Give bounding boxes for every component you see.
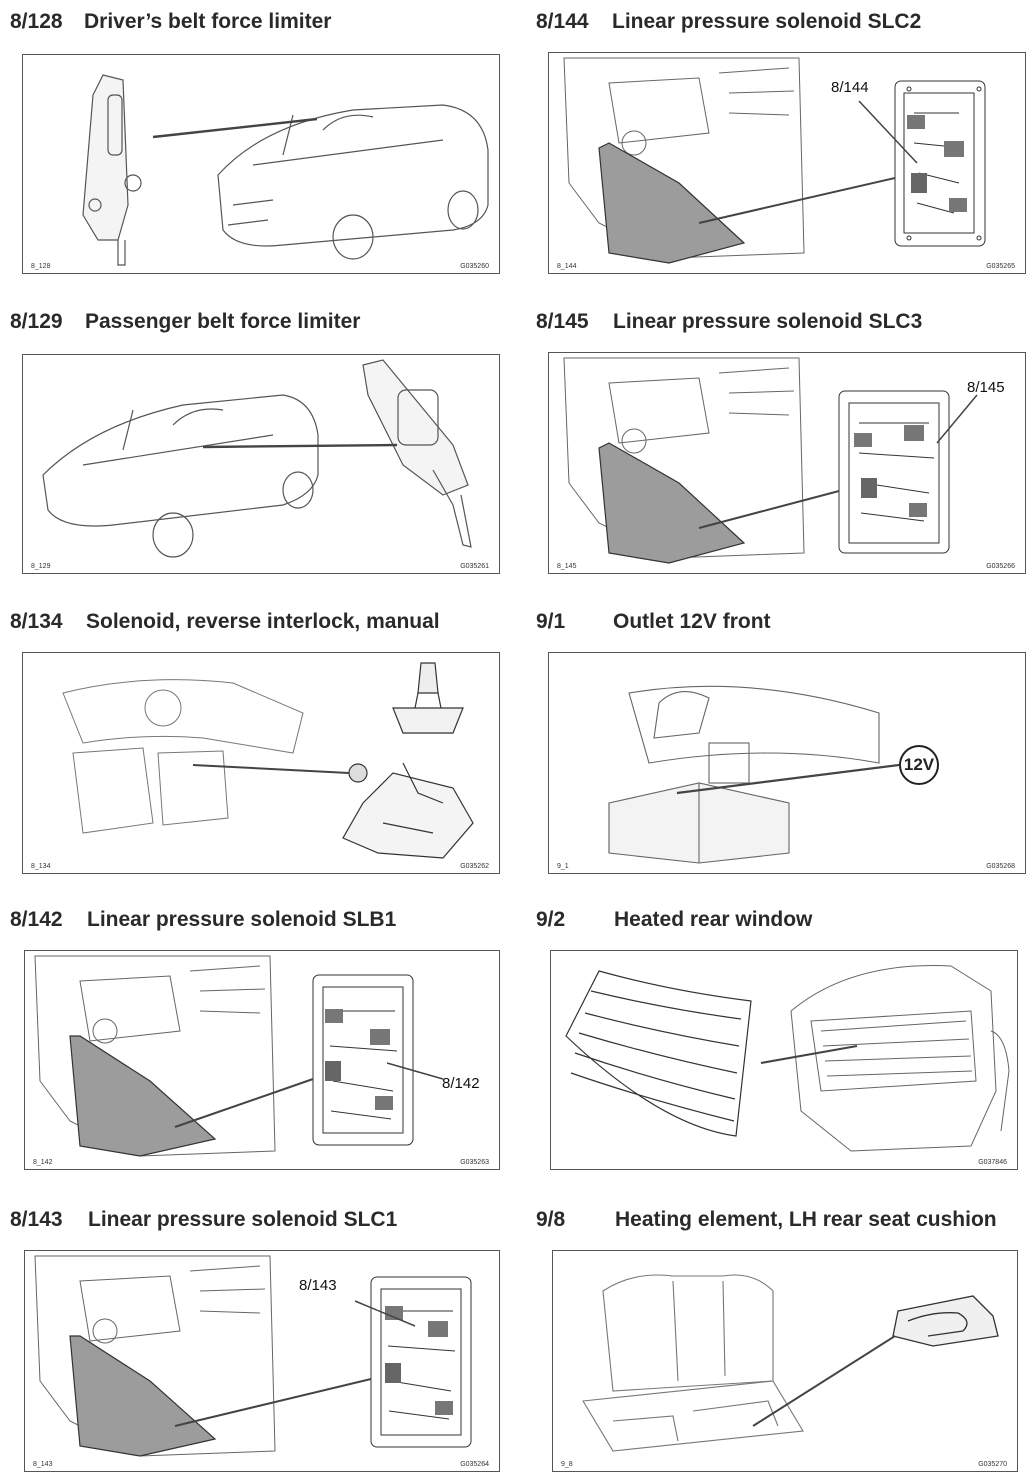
gear-selector-drawing — [62, 662, 474, 859]
belt-limiter-car-drawing — [82, 74, 489, 266]
illustration-panel: G037846 — [550, 950, 1018, 1170]
figure-ref-left: 8_144 — [557, 263, 577, 270]
entry-8-145: 8/145 Linear pressure solenoid SLC3 8/14… — [536, 302, 1026, 577]
figure-ref-left: 9_8 — [561, 1461, 573, 1468]
entry-number: 8/145 — [536, 310, 589, 333]
illustration-panel: 12V 9_1 G035268 — [548, 652, 1026, 874]
entry-9-8: 9/8 Heating element, LH rear seat cushio… — [536, 1200, 1032, 1475]
entry-title: Linear pressure solenoid SLC3 — [613, 310, 923, 333]
rear-seat-drawing — [582, 1274, 999, 1452]
illustration-panel: 8/143 8_143 G035264 — [24, 1250, 500, 1472]
entry-8-128: 8/128 Driver’s belt force limiter 8_128 … — [10, 2, 500, 277]
figure-ref-right: G035261 — [460, 563, 489, 570]
entry-8-142: 8/142 Linear pressure solenoid SLB1 8/14… — [10, 900, 500, 1175]
entry-9-2: 9/2 Heated rear window G037846 — [536, 900, 1026, 1175]
entry-number: 8/143 — [10, 1208, 63, 1231]
entry-9-1: 9/1 Outlet 12V front 12V 9_1 G035268 — [536, 602, 1026, 877]
entry-title: Linear pressure solenoid SLB1 — [87, 908, 397, 931]
part-callout: 8/142 — [442, 1075, 480, 1092]
figure-ref-left: 8_129 — [31, 563, 51, 570]
transmission-valve-body-drawing — [563, 57, 986, 264]
figure-ref-right: G035262 — [460, 863, 489, 870]
figure-ref-right: G035268 — [986, 863, 1015, 870]
illustration-panel: 8_128 G035260 — [22, 54, 500, 274]
entry-number: 8/142 — [10, 908, 63, 931]
entry-title: Passenger belt force limiter — [85, 310, 361, 333]
illustration-panel: 8_134 G035262 — [22, 652, 500, 874]
part-callout: 8/144 — [831, 79, 869, 96]
rear-window-drawing — [565, 965, 1010, 1152]
entry-number: 8/128 — [10, 10, 63, 33]
illustration-panel: 9_8 G035270 — [552, 1250, 1018, 1472]
transmission-valve-body-drawing — [34, 955, 444, 1157]
figure-ref-right: G035270 — [978, 1461, 1007, 1468]
figure-ref-left: 8_134 — [31, 863, 51, 870]
figure-ref-right: G035264 — [460, 1461, 489, 1468]
entry-number: 8/134 — [10, 610, 63, 633]
entry-title: Driver’s belt force limiter — [84, 10, 332, 33]
illustration-panel: 8/144 8_144 G035265 — [548, 52, 1026, 274]
center-console-drawing — [608, 685, 900, 864]
entry-number: 8/144 — [536, 10, 589, 33]
illustration-panel: 8/145 8_145 G035266 — [548, 352, 1026, 574]
belt-limiter-car-drawing — [42, 359, 472, 558]
figure-ref-right: G035263 — [460, 1159, 489, 1166]
entry-8-144: 8/144 Linear pressure solenoid SLC2 8/14… — [536, 2, 1026, 277]
entry-number: 9/2 — [536, 908, 566, 931]
part-callout: 8/145 — [967, 379, 1005, 396]
entry-title: Linear pressure solenoid SLC1 — [88, 1208, 398, 1231]
entry-title: Outlet 12V front — [613, 610, 771, 633]
illustration-panel: 8_129 G035261 — [22, 354, 500, 574]
entry-title: Heated rear window — [614, 908, 813, 931]
figure-ref-right: G035266 — [986, 563, 1015, 570]
transmission-valve-body-drawing — [563, 357, 978, 564]
figure-ref-right: G037846 — [978, 1159, 1007, 1166]
figure-ref-left: 8_128 — [31, 263, 51, 270]
part-callout: 8/143 — [299, 1277, 337, 1294]
entry-title: Linear pressure solenoid SLC2 — [612, 10, 922, 33]
entry-title: Solenoid, reverse interlock, manual — [86, 610, 440, 633]
illustration-panel: 8/142 8_142 G035263 — [24, 950, 500, 1170]
entry-8-143: 8/143 Linear pressure solenoid SLC1 8/14… — [10, 1200, 500, 1475]
figure-ref-right: G035260 — [460, 263, 489, 270]
transmission-valve-body-drawing — [34, 1255, 472, 1457]
figure-ref-left: 9_1 — [557, 863, 569, 870]
figure-ref-right: G035265 — [986, 263, 1015, 270]
entry-number: 9/8 — [536, 1208, 566, 1231]
figure-ref-left: 8_142 — [33, 1159, 53, 1166]
entry-number: 9/1 — [536, 610, 566, 633]
entry-number: 8/129 — [10, 310, 63, 333]
outlet-12v-callout: 12V — [899, 745, 939, 785]
entry-8-129: 8/129 Passenger belt force limiter 8_129… — [10, 302, 500, 577]
entry-title: Heating element, LH rear seat cushion — [615, 1208, 997, 1231]
figure-ref-left: 8_143 — [33, 1461, 53, 1468]
entry-8-134: 8/134 Solenoid, reverse interlock, manua… — [10, 602, 500, 877]
figure-ref-left: 8_145 — [557, 563, 577, 570]
